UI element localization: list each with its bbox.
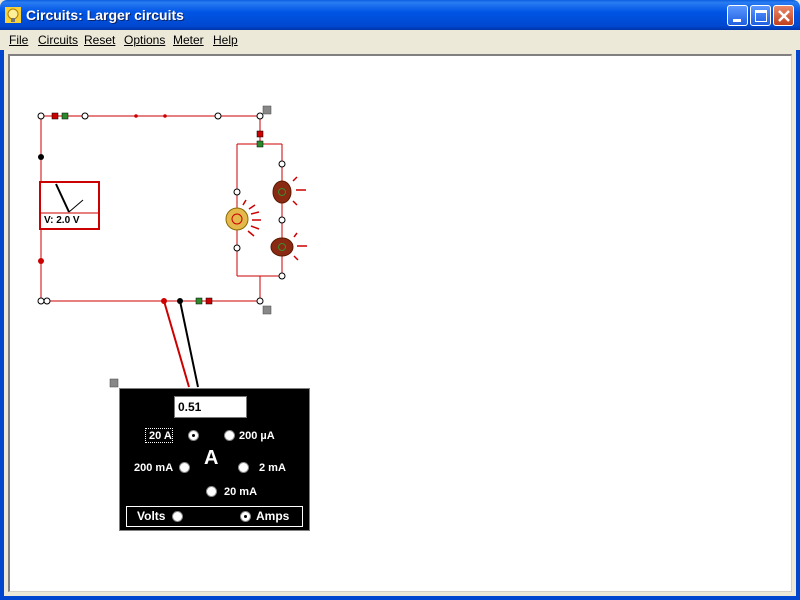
node-bottom-right bbox=[256, 297, 264, 305]
node-top-2 bbox=[214, 112, 222, 120]
ammeter-readout: 0.51 bbox=[174, 396, 247, 418]
range-2ma-radio[interactable] bbox=[238, 462, 249, 473]
wire-joint-2 bbox=[163, 114, 167, 118]
window-frame-bottom bbox=[0, 596, 800, 600]
ammeter-drag-handle[interactable] bbox=[109, 378, 119, 388]
maximize-icon bbox=[755, 10, 767, 22]
resize-handle-bottom-right[interactable] bbox=[262, 305, 272, 315]
ammeter-lead-black bbox=[179, 300, 199, 388]
node-bulb-r-3 bbox=[278, 272, 286, 280]
close-button[interactable] bbox=[773, 5, 794, 26]
mode-volts-radio[interactable] bbox=[172, 511, 183, 522]
mode-amps-label: Amps bbox=[256, 509, 290, 523]
maximize-button[interactable] bbox=[750, 5, 771, 26]
range-200ua-radio[interactable] bbox=[224, 430, 235, 441]
bulb-left[interactable] bbox=[225, 199, 261, 237]
voltmeter-box[interactable] bbox=[39, 181, 100, 230]
range-200ma-radio[interactable] bbox=[179, 462, 190, 473]
node-bulb-l-bottom bbox=[233, 244, 241, 252]
resize-handle-top-right[interactable] bbox=[262, 105, 272, 115]
wire-joint-1 bbox=[134, 114, 138, 118]
voltmeter-probe-black bbox=[38, 154, 44, 160]
battery-right-red bbox=[256, 130, 264, 138]
title-bar: Circuits: Larger circuits bbox=[0, 0, 800, 30]
range-2ma-label: 2 mA bbox=[259, 462, 286, 474]
ammeter-probe-black[interactable] bbox=[177, 298, 183, 304]
node-top-right bbox=[256, 112, 264, 120]
node-bulb-r-1 bbox=[278, 160, 286, 168]
range-200ua-label: 200 µA bbox=[239, 430, 275, 442]
node-bottom-left-2 bbox=[43, 297, 51, 305]
window-frame-right bbox=[796, 50, 800, 600]
minimize-button[interactable] bbox=[727, 5, 748, 26]
battery-top-green bbox=[61, 112, 69, 120]
voltmeter-probe-red bbox=[38, 258, 44, 264]
window-frame-left bbox=[0, 50, 4, 600]
window-title: Circuits: Larger circuits bbox=[26, 7, 184, 23]
voltmeter-needle bbox=[55, 183, 70, 213]
voltmeter-needle-tick bbox=[68, 199, 84, 213]
node-bulb-r-2 bbox=[278, 216, 286, 224]
node-bulb-l-top bbox=[233, 188, 241, 196]
range-20ma-label: 20 mA bbox=[224, 486, 258, 498]
range-20a-radio[interactable] bbox=[188, 430, 199, 441]
mode-volts-label: Volts bbox=[137, 509, 166, 523]
mode-amps-radio[interactable] bbox=[240, 511, 251, 522]
node-bottom-left-1 bbox=[37, 297, 45, 305]
lightbulb-app-icon bbox=[5, 7, 21, 23]
menu-help[interactable]: Help bbox=[213, 33, 238, 47]
range-200ma-label: 200 mA bbox=[134, 462, 174, 474]
range-20ma-radio[interactable] bbox=[206, 486, 217, 497]
menu-reset[interactable]: Reset bbox=[84, 33, 116, 47]
ammeter-panel[interactable]: 0.51 20 A 200 µA 200 mA A 2 mA 20 mA Vol… bbox=[119, 388, 310, 531]
menu-file[interactable]: File bbox=[9, 33, 29, 47]
menu-options[interactable]: Options bbox=[124, 33, 166, 47]
node-top-1 bbox=[81, 112, 89, 120]
mode-selector: Volts Amps bbox=[126, 506, 303, 527]
menu-circuits[interactable]: Circuits bbox=[38, 33, 79, 47]
battery-top-red bbox=[51, 112, 59, 120]
bulb-right-top[interactable] bbox=[272, 176, 306, 206]
battery-bottom-red bbox=[205, 297, 213, 305]
ammeter-probe-red[interactable] bbox=[161, 298, 167, 304]
minimize-icon bbox=[733, 19, 741, 22]
battery-right-green bbox=[256, 140, 264, 148]
range-focus-box bbox=[145, 428, 173, 443]
ammeter-lead-red bbox=[163, 300, 190, 388]
menu-bar: File Circuits Reset Options Meter Help bbox=[0, 30, 800, 50]
bulb-right-bottom[interactable] bbox=[270, 232, 307, 261]
voltmeter-reading: V: 2.0 V bbox=[44, 215, 80, 226]
node-top-left bbox=[37, 112, 45, 120]
close-icon bbox=[778, 10, 790, 22]
menu-meter[interactable]: Meter bbox=[173, 33, 204, 47]
ammeter-unit: A bbox=[204, 447, 219, 469]
range-20a-label: 20 A bbox=[149, 430, 172, 442]
battery-bottom-green bbox=[195, 297, 203, 305]
